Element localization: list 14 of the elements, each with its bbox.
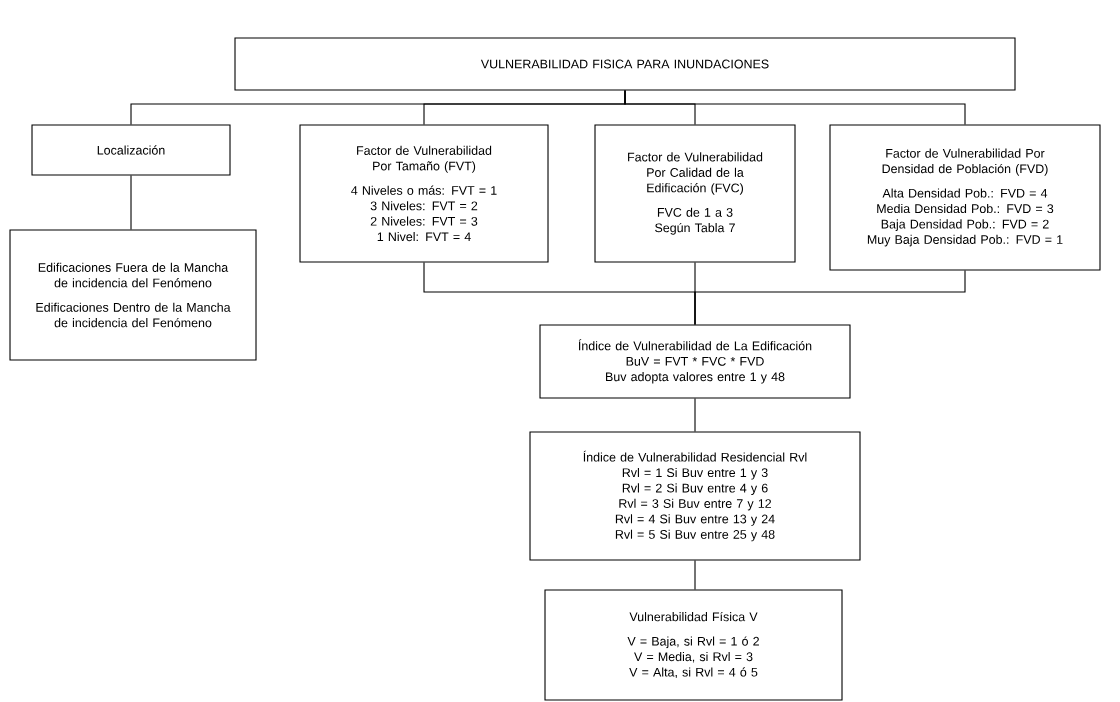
process-box: Edificaciones Fuera de la Mancha de incidencia del Fenómeno Edificaciones Dentro de la Mancha de incidencia del Fenómeno [9, 229, 257, 361]
connector-line [130, 175, 132, 230]
process-box: Factor de Vulnerabilidad Por Densidad de Población (FVD) Alta Densidad Pob.: FVD = 4 Media Densidad Pob.: FVD = 3 Baja Densidad Pob.: FVD = 2 Muy Baja Densidad Pob.: FVD = 1 [829, 124, 1101, 271]
connector-line [694, 270, 966, 325]
process-box: Vulnerabilidad Física V V = Baja, si Rvl = 1 ó 2 V = Media, si Rvl = 3 V = Alta, si Rvl = 4 ó 5 [544, 589, 843, 701]
process-box: Localización [31, 124, 231, 176]
process-box: Índice de Vulnerabilidad Residencial Rvl Rvl = 1 Si Buv entre 1 y 3 Rvl = 2 Si Buv entre 4 y 6 Rvl = 3 Si Buv entre 7 y 12 Rvl = 4 Si Buv entre 13 y 24 Rvl = 5 Si Buv entre 25 y 48 [529, 431, 861, 561]
process-box: Factor de Vulnerabilidad Por Tamaño (FVT) 4 Niveles o más: FVT = 1 3 Niveles: FVT = 2 2 Niveles: FVT = 3 1 Nivel: FVT = 4 [299, 124, 549, 263]
connector-line [694, 398, 696, 432]
connector-line [624, 90, 966, 125]
connector-line [694, 560, 696, 590]
process-box: VULNERABILIDAD FISICA PARA INUNDACIONES [234, 37, 1016, 91]
process-box: Factor de Vulnerabilidad Por Calidad de la Edificación (FVC) FVC de 1 a 3 Según Tabla 7 [594, 124, 796, 263]
process-box: Índice de Vulnerabilidad de La Edificación BuV = FVT * FVC * FVD Buv adopta valores entre 1 y 48 [539, 324, 851, 399]
